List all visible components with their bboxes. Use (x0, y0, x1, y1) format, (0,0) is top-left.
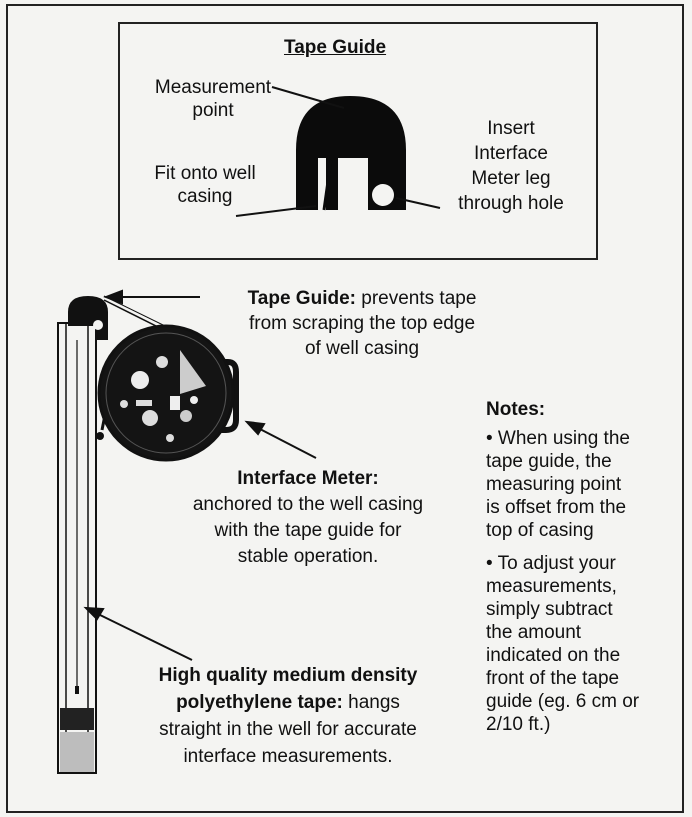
callout-interface-meter: Interface Meter: anchored to the well ca… (152, 466, 464, 570)
well-casing (57, 322, 97, 774)
note1-line3: measuring point (486, 474, 622, 495)
label-fit-casing-line1: Fit onto well (154, 163, 256, 184)
callout-tape-guide-line1: Tape Guide: prevents tape (212, 286, 512, 311)
callout-tape-guide: Tape Guide: prevents tape from scraping … (212, 286, 512, 361)
callout-tape-guide-bold: Tape Guide: (247, 288, 356, 309)
note2-line2: measurements, (486, 576, 617, 597)
callout-tape-text2: straight in the well for accurate (159, 719, 417, 740)
callout-tape-bold2: polyethylene tape: (176, 692, 343, 713)
inset-title: Tape Guide (284, 37, 387, 58)
notes-title: Notes: (486, 399, 546, 420)
callout-tape-bold1: High quality medium density (158, 665, 418, 686)
note2-line4: the amount (486, 622, 582, 643)
label-insert-leg-line1: Insert (487, 118, 535, 139)
note1-line2: tape guide, the (486, 451, 612, 472)
note1-line4: is offset from the (486, 497, 627, 518)
label-measurement-point: Measurement point (138, 76, 288, 122)
callout-tape: High quality medium density polyethylene… (118, 662, 458, 770)
note2-line7: guide (eg. 6 cm or (486, 691, 640, 712)
callout-tape-guide-text2: from scraping the top edge (248, 313, 476, 334)
label-measurement-point-line1: Measurement (154, 77, 272, 98)
outer-frame (6, 4, 684, 813)
callout-meter-text3: stable operation. (237, 546, 379, 567)
label-fit-casing-line2: casing (177, 186, 233, 207)
label-insert-leg-line4: through hole (458, 193, 564, 214)
callout-meter-bold: Interface Meter: (237, 468, 379, 489)
label-measurement-point-line2: point (192, 100, 234, 121)
note2-line3: simply subtract (486, 599, 613, 620)
callout-tape-text3: interface measurements. (183, 746, 393, 767)
note1-line1: • When using the (486, 428, 630, 449)
inset-leader-lines (235, 86, 441, 217)
callout-tape-text1: hangs (342, 692, 400, 713)
tape-guide-inset (118, 22, 598, 260)
callout-arrows (83, 289, 317, 661)
notes-block: Notes: • When using the tape guide, the … (486, 398, 639, 736)
interface-meter-reel (97, 324, 239, 462)
tape-guide-icon (296, 96, 406, 211)
callout-tape-line2: polyethylene tape: hangs (118, 689, 458, 716)
callout-meter-text2: with the tape guide for (214, 520, 402, 541)
note1-line5: top of casing (486, 520, 594, 541)
callout-meter-text1: anchored to the well casing (192, 494, 424, 515)
label-insert-leg-line2: Interface (474, 143, 548, 164)
note2-line1: • To adjust your (486, 553, 616, 574)
label-insert-leg: Insert Interface Meter leg through hole (438, 116, 584, 216)
callout-tape-guide-text1: prevents tape (355, 288, 477, 309)
callout-tape-guide-text3: of well casing (304, 338, 420, 359)
label-insert-leg-line3: Meter leg (471, 168, 551, 189)
note2-line5: indicated on the (486, 645, 621, 666)
label-fit-casing: Fit onto well casing (130, 162, 280, 208)
note2-line6: front of the tape (486, 668, 620, 689)
note2-line8: 2/10 ft.) (486, 714, 551, 735)
